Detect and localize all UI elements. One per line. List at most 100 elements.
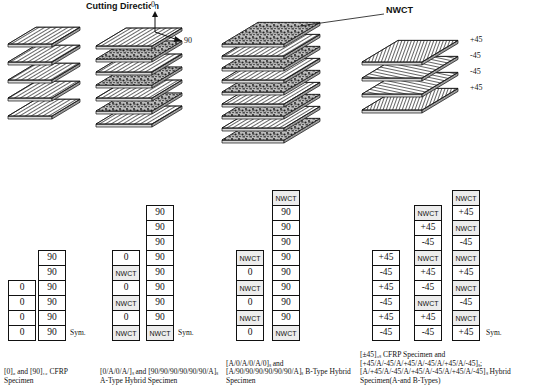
- ply-angle: 0: [124, 283, 129, 293]
- ply-angle: 90: [281, 283, 291, 293]
- ply-angle: NWCT: [276, 195, 297, 202]
- ply-box: 90: [146, 250, 174, 266]
- ply-box: 90: [38, 250, 66, 266]
- ply-box: -45: [452, 235, 480, 251]
- ply-box: NWCT: [272, 325, 300, 341]
- ply-angle: NWCT: [116, 330, 137, 337]
- ply-angle: NWCT: [240, 315, 261, 322]
- ply-box: -45: [414, 325, 442, 341]
- ply-angle: 90: [281, 223, 291, 233]
- ply-angle: 0: [248, 268, 253, 278]
- ply-face: [362, 110, 422, 113]
- ply-box: NWCT: [236, 250, 264, 266]
- ply-angle: 90: [47, 328, 57, 338]
- ply-angle: 90: [281, 238, 291, 248]
- ply-face: [362, 94, 422, 97]
- ply-face: [222, 44, 284, 47]
- ply-box: NWCT: [236, 280, 264, 296]
- ply-angle: NWCT: [418, 210, 439, 217]
- figure-label: Cutting Direction: [86, 2, 159, 11]
- ply-box: 90: [38, 265, 66, 281]
- ply-box: NWCT: [414, 205, 442, 221]
- ply-box: 0: [112, 250, 140, 266]
- ply-box: 90: [146, 310, 174, 326]
- ply-box: 90: [146, 295, 174, 311]
- ply-face: [8, 45, 80, 62]
- ply-box: NWCT: [452, 190, 480, 206]
- ply-box: +45: [452, 265, 480, 281]
- figure-label: Sym.: [486, 329, 502, 337]
- ply-angle: +45: [421, 313, 436, 323]
- ply-box: 90: [272, 250, 300, 266]
- ply-box: 90: [146, 220, 174, 236]
- ply-face: [8, 63, 80, 80]
- ply-angle: 90: [281, 253, 291, 263]
- ply-face: [8, 63, 80, 80]
- ply-angle: 0: [20, 298, 25, 308]
- ply-box: NWCT: [452, 310, 480, 326]
- ply-angle: 0: [20, 283, 25, 293]
- ply-angle: 90: [155, 223, 165, 233]
- ply-box: 0: [112, 280, 140, 296]
- figure-label: -45: [470, 52, 481, 60]
- ply-box: NWCT: [146, 325, 174, 341]
- ply-box: +45: [452, 205, 480, 221]
- ply-angle: -45: [380, 328, 393, 338]
- ply-box: 0: [236, 295, 264, 311]
- ply-box: 90: [272, 295, 300, 311]
- ply-box: 0: [236, 325, 264, 341]
- figure-label: Sym.: [70, 329, 86, 337]
- ply-box: NWCT: [272, 190, 300, 206]
- ply-box: +45: [414, 310, 442, 326]
- ply-box: 90: [38, 280, 66, 296]
- ply-box: -45: [372, 325, 400, 341]
- ply-face: [8, 99, 80, 116]
- specimen-caption: [A/0/A/0/A/0]ₛ and [A/90/90/90/90/90/90/…: [226, 360, 354, 385]
- ply-angle: NWCT: [150, 330, 171, 337]
- ply-angle: NWCT: [456, 225, 477, 232]
- ply-angle: -45: [460, 298, 473, 308]
- ply-box: 90: [272, 280, 300, 296]
- ply-box: 0: [8, 295, 36, 311]
- ply-angle: 90: [47, 253, 57, 263]
- ply-face: [96, 59, 152, 62]
- ply-angle: 90: [155, 283, 165, 293]
- ply-angle: +45: [459, 268, 474, 278]
- ply-face: [8, 27, 80, 44]
- ply-face: [8, 81, 80, 98]
- figure-label: 0: [151, 1, 155, 9]
- ply-box: NWCT: [452, 280, 480, 296]
- ply-angle: 90: [155, 298, 165, 308]
- ply-box: 90: [272, 205, 300, 221]
- ply-angle: +45: [379, 253, 394, 263]
- ply-angle: +45: [459, 208, 474, 218]
- ply-angle: NWCT: [456, 255, 477, 262]
- specimen-caption: [0]₆ and [90]₁₂ CFRP Specimen: [4, 368, 99, 385]
- figure-label: +45: [470, 36, 483, 44]
- ply-angle: +45: [459, 328, 474, 338]
- ply-box: NWCT: [414, 295, 442, 311]
- ply-face: [8, 44, 52, 47]
- ply-box: -45: [414, 280, 442, 296]
- ply-box: -45: [452, 295, 480, 311]
- ply-face: [362, 78, 422, 81]
- ply-angle: NWCT: [240, 285, 261, 292]
- ply-face: [96, 28, 182, 46]
- ply-face: [222, 56, 284, 59]
- ply-face: [222, 92, 284, 95]
- ply-face: [96, 72, 152, 75]
- ply-face: [8, 27, 80, 44]
- figure-label: Sym.: [178, 329, 194, 337]
- ply-face: [8, 80, 52, 83]
- ply-angle: NWCT: [116, 300, 137, 307]
- ply-box: -45: [372, 265, 400, 281]
- ply-face: [222, 128, 284, 131]
- ply-face: [8, 98, 52, 101]
- ply-angle: +45: [379, 283, 394, 293]
- ply-box: 0: [8, 325, 36, 341]
- ply-face: [96, 46, 152, 49]
- ply-face: [8, 62, 52, 65]
- ply-angle: 0: [124, 253, 129, 263]
- ply-angle: 90: [281, 313, 291, 323]
